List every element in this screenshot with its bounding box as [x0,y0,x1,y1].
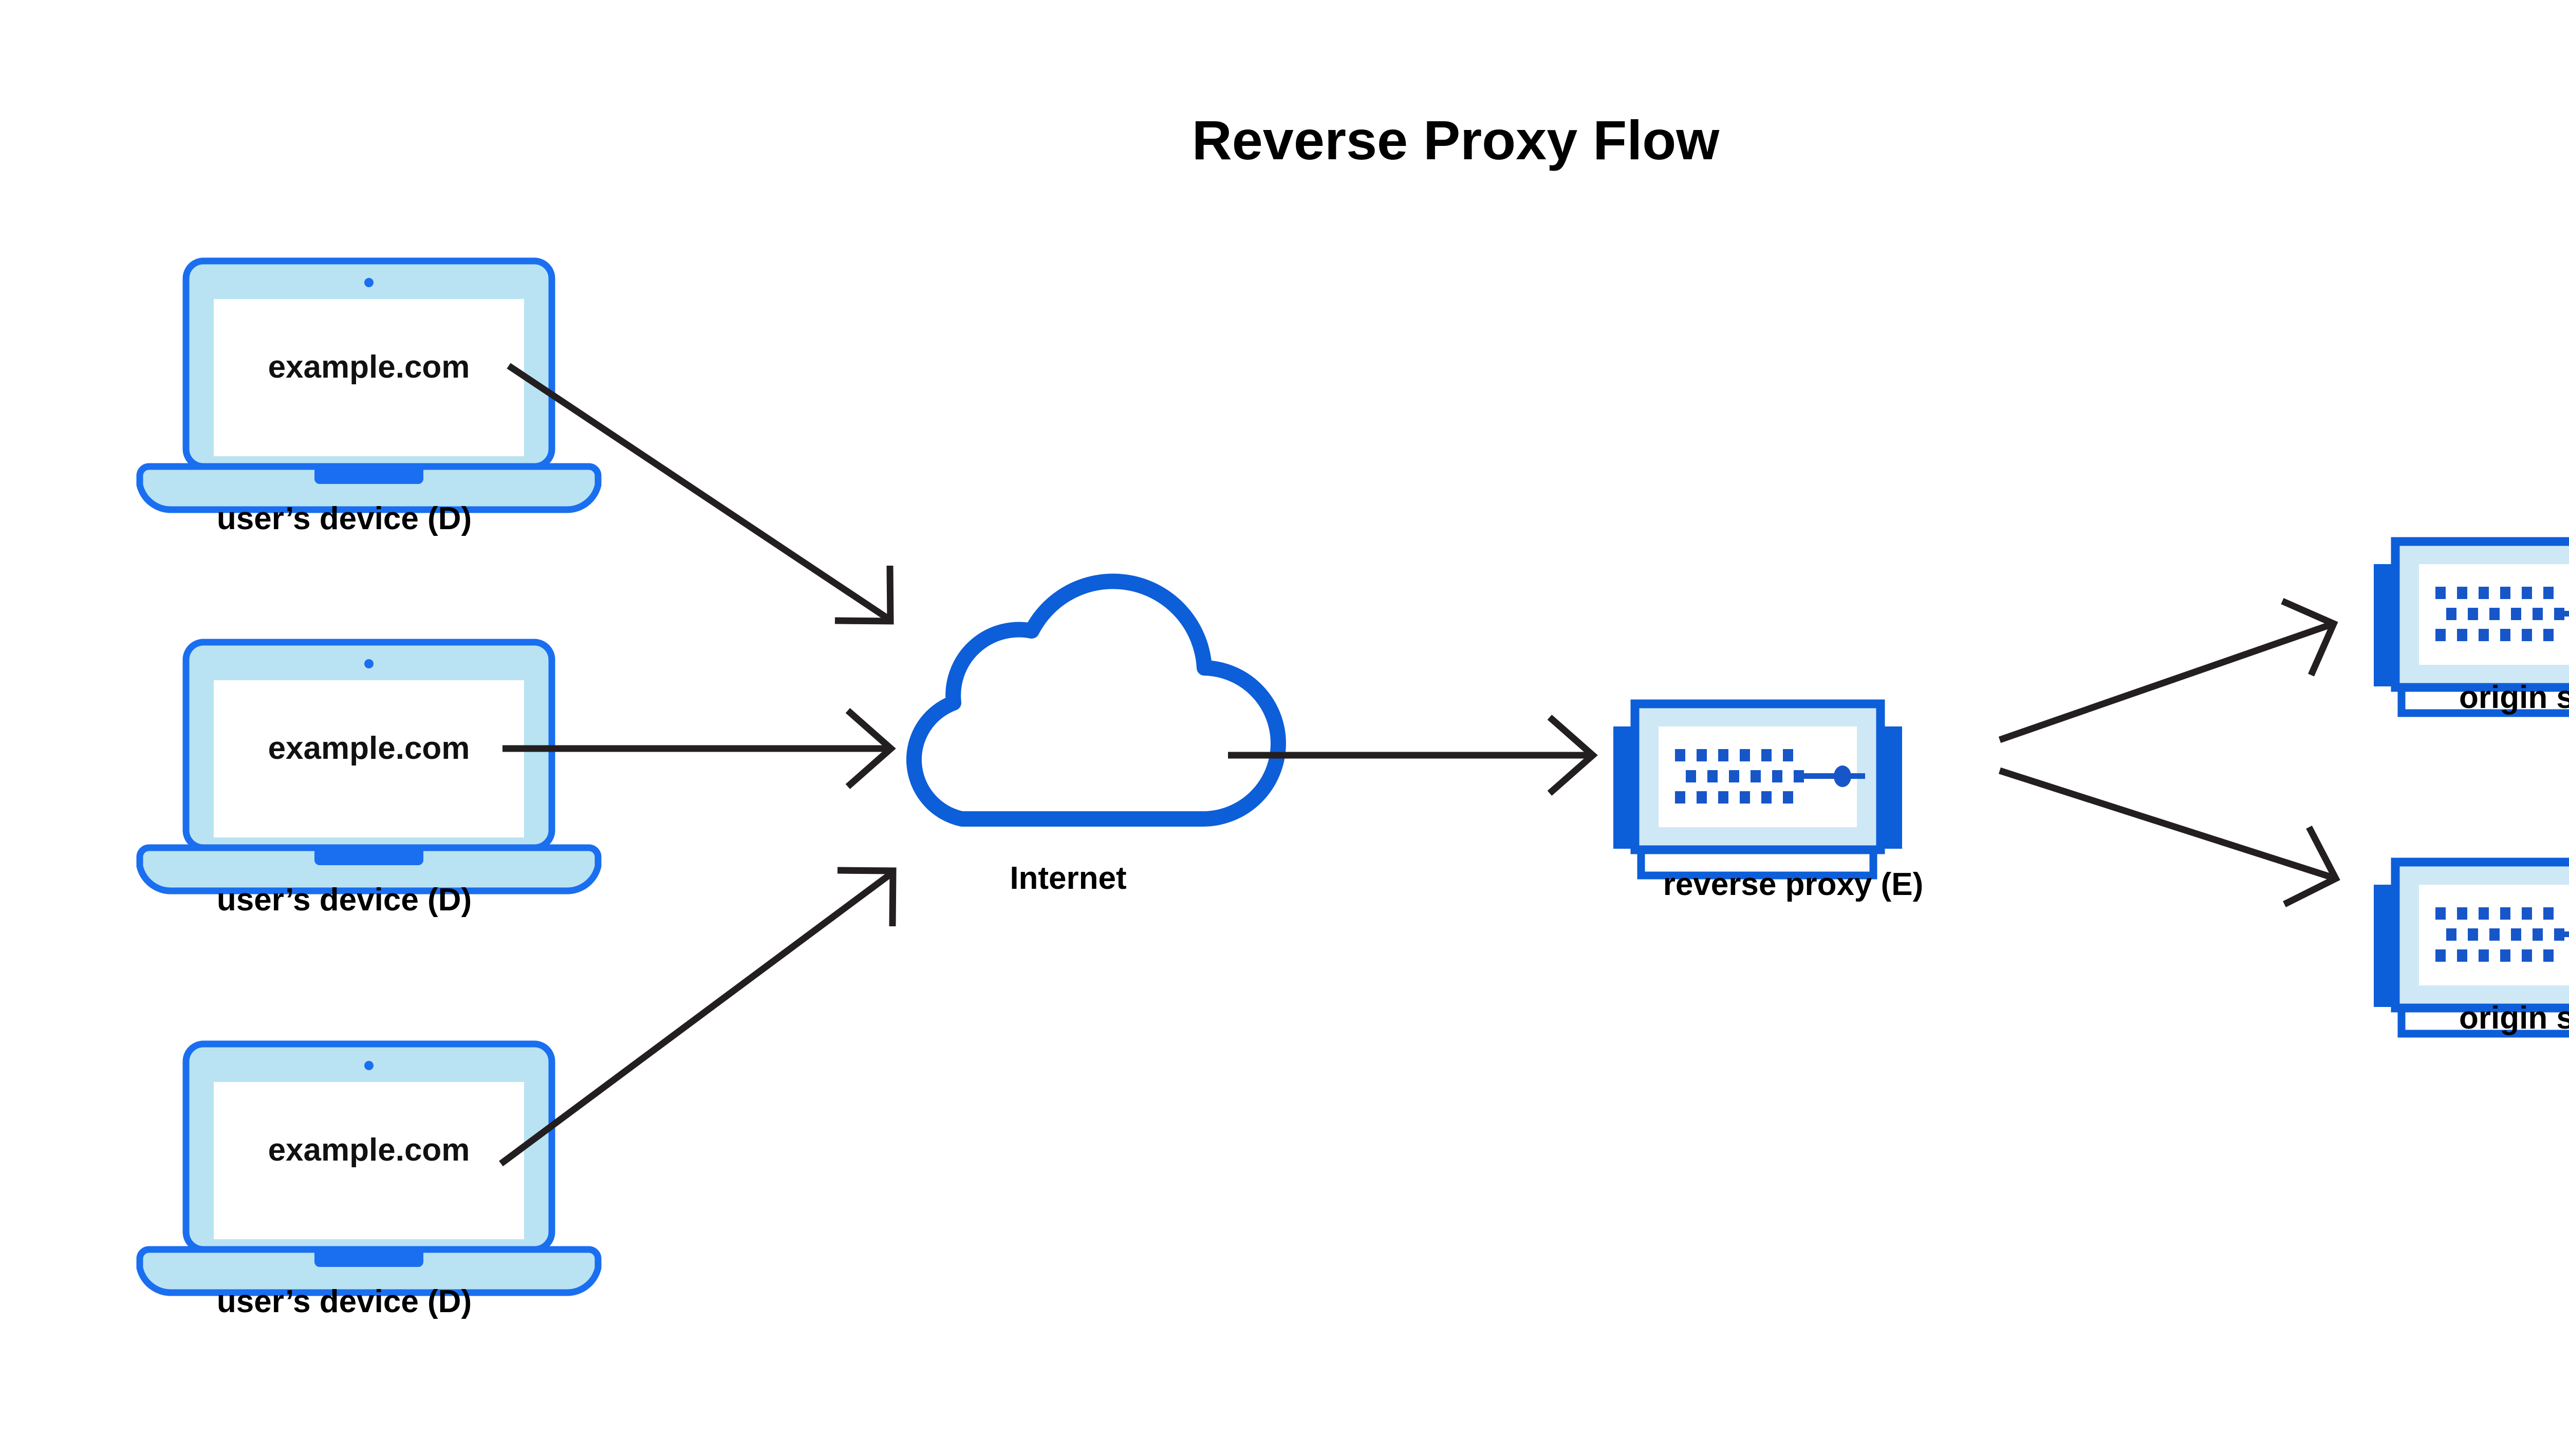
node-origin-server-1[interactable]: origin server (F) [2374,542,2569,715]
device-label: user’s device (D) [217,882,472,918]
laptop-icon [140,261,598,510]
edge-device3-to-internet [499,867,897,1167]
edge-internet-to-reverse-proxy [1228,715,1598,796]
node-reverse-proxy[interactable]: reverse proxy (E) [1613,704,1923,902]
laptop-icon [140,1044,598,1293]
node-origin-server-2[interactable]: origin server (F) [2374,862,2569,1036]
server-icon [1613,704,1902,875]
device-screen-text: example.com [268,349,470,385]
edge-reverse-proxy-to-origin-1 [1998,598,2338,743]
laptop-icon [140,642,598,891]
origin-server-label: origin server (F) [2459,1000,2569,1036]
node-user-device-2[interactable]: example.com user’s device (D) [140,642,598,918]
cloud-icon [906,573,1286,827]
device-label: user’s device (D) [217,501,472,536]
node-user-device-1[interactable]: example.com user’s device (D) [140,261,598,536]
edge-device1-to-internet [507,363,894,625]
device-screen-text: example.com [268,1132,470,1168]
page-title: Reverse Proxy Flow [1192,109,1720,171]
origin-server-label: origin server (F) [2459,680,2569,715]
node-internet[interactable]: Internet [906,573,1286,896]
edge-device2-to-internet [502,708,896,789]
device-screen-text: example.com [268,731,470,766]
edge-reverse-proxy-to-origin-2 [1999,767,2340,907]
node-user-device-3[interactable]: example.com user’s device (D) [140,1044,598,1319]
device-label: user’s device (D) [217,1284,472,1319]
reverse-proxy-label: reverse proxy (E) [1663,867,1924,902]
internet-label: Internet [1010,861,1126,896]
